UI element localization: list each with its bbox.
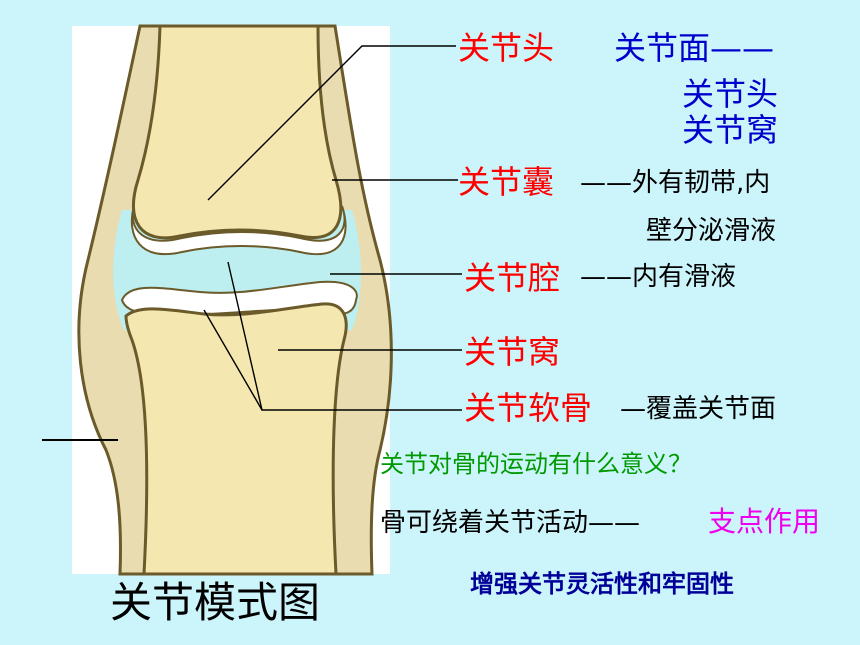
label-joint-surface: 关节面—— <box>614 29 775 67</box>
cavity-description: ——内有滑液 <box>580 262 737 292</box>
diagram-title: 关节模式图 <box>110 578 321 627</box>
capsule-description-1: ——外有韧带,内 <box>580 168 771 198</box>
lower-bone <box>124 302 348 576</box>
answer-highlight: 支点作用 <box>708 505 821 538</box>
capsule-description-2: 壁分泌滑液 <box>646 216 777 246</box>
label-joint-cartilage: 关节软骨 <box>464 389 593 427</box>
leader-lines <box>203 45 462 411</box>
answer-text: 骨可绕着关节活动—— <box>380 508 641 538</box>
upper-bone <box>132 24 343 240</box>
label-surface-socket: 关节窝 <box>682 111 779 149</box>
cartilage-description: —覆盖关节面 <box>620 394 777 424</box>
label-surface-head: 关节头 <box>682 75 779 113</box>
label-joint-capsule: 关节囊 <box>458 163 555 201</box>
label-joint-socket: 关节窝 <box>464 333 561 371</box>
question-text: 关节对骨的运动有什么意义？ <box>380 450 692 478</box>
label-joint-cavity: 关节腔 <box>464 259 561 297</box>
conclusion-text: 增强关节灵活性和牢固性 <box>470 570 734 598</box>
upper-cartilage <box>130 205 347 256</box>
label-joint-head: 关节头 <box>458 29 555 67</box>
